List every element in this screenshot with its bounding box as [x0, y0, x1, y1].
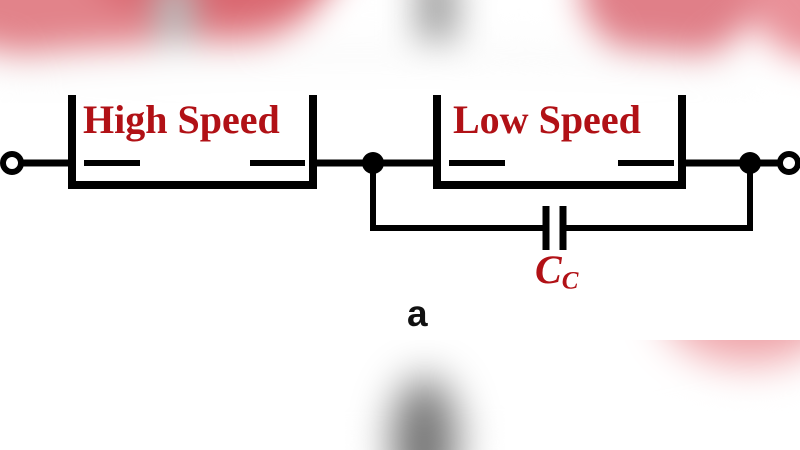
low-speed-block-outline [433, 95, 686, 189]
right-junction-dot [739, 152, 761, 174]
capacitor-branch-left-wire [370, 163, 546, 231]
capacitor-label-subscript: C [561, 267, 579, 295]
capacitor-label: CC [535, 250, 578, 294]
left-terminal-node [0, 151, 24, 175]
mid-junction-dot [362, 152, 384, 174]
high-speed-block-outline [68, 95, 317, 189]
high-speed-block-label: High Speed [83, 97, 280, 142]
panel-label: a [407, 293, 428, 334]
right-terminal-node [777, 151, 800, 175]
low-speed-block-label: Low Speed [453, 97, 641, 142]
capacitor-label-main: C [535, 247, 562, 292]
capacitor-branch-right-wire [563, 163, 753, 231]
